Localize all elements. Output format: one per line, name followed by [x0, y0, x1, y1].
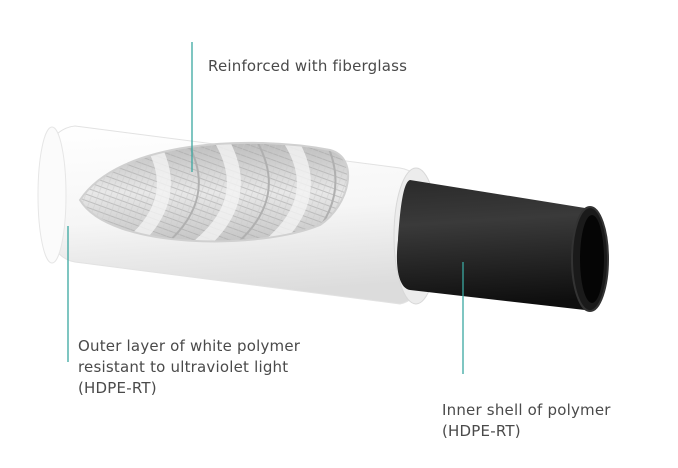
- fiberglass-window-rim: [78, 141, 349, 243]
- inner-pipe-body: [396, 180, 609, 311]
- label-outer-line1: Outer layer of white polymer: [78, 337, 301, 355]
- outer-pipe-left-end: [37, 126, 67, 264]
- label-outer-line2: resistant to ultraviolet light: [78, 358, 289, 376]
- label-inner-line2: (HDPE-RT): [442, 422, 521, 440]
- inner-pipe-bore: [580, 215, 604, 303]
- label-inner-line1: Inner shell of polymer: [442, 401, 611, 419]
- label-outer-layer: Outer layer of white polymer resistant t…: [78, 336, 300, 399]
- label-reinforced-text: Reinforced with fiberglass: [208, 57, 408, 75]
- label-reinforced-fiberglass: Reinforced with fiberglass: [208, 56, 407, 77]
- label-outer-line3: (HDPE-RT): [78, 379, 157, 397]
- label-inner-shell: Inner shell of polymer (HDPE-RT): [442, 400, 611, 442]
